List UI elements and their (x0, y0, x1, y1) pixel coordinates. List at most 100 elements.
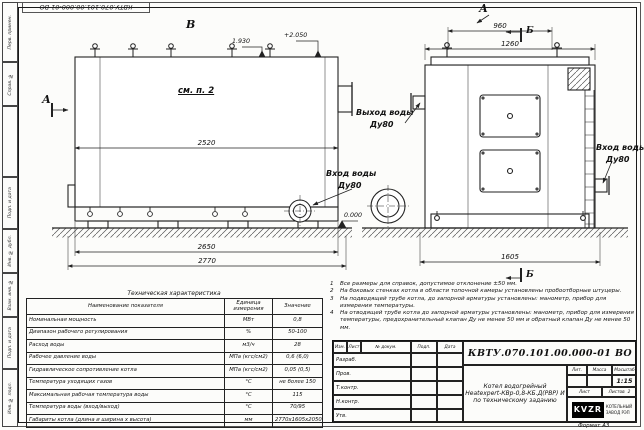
margin-stamp-cell: Подп. и дата (2, 177, 18, 229)
margin-stamp-cell: Справ. № (2, 62, 18, 106)
param-name: Расход воды (26, 339, 225, 353)
leader-lines (312, 102, 613, 206)
param-unit: % (224, 326, 273, 340)
kvzr-logo: KVZR (571, 401, 604, 418)
sheet-label: Лист (567, 387, 602, 397)
tb-role: Т.контр. (333, 381, 411, 395)
margin-stamp-cell: Инв. № подл. (2, 369, 18, 427)
param-value: не более 150 (272, 376, 323, 390)
tech-col-name: Наименование показателя (26, 298, 225, 315)
mass-value (587, 375, 612, 387)
elevation-marks (242, 40, 358, 229)
tb-empty-cell (411, 353, 437, 367)
tb-header-list: Лист (347, 341, 361, 353)
param-value: 2770х1605х2050 (272, 414, 323, 428)
tech-table-title: Техническая характеристика (127, 290, 221, 297)
view-arrow-letter-a: А (42, 93, 51, 106)
sheets-count: 2 (627, 389, 631, 395)
dim-overall-width: 1605 (501, 253, 519, 261)
tb-empty-cell (411, 381, 437, 395)
tb-role: Н.контр. (333, 395, 411, 409)
note-text: На отводящей трубе котла до запорной арм… (340, 310, 634, 331)
tb-role: Утв. (333, 409, 411, 422)
lit-label: Лит. (567, 365, 587, 375)
param-name: Диапазон рабочего регулирования (26, 326, 225, 340)
boiler-side-view (67, 56, 353, 229)
title-block: Изм. Лист № докум. Подп. Дата Разраб. Пр… (332, 340, 637, 422)
margin-stamp-cell: Инв. № дубл. (2, 229, 18, 273)
tb-header-izm: Изм. (333, 341, 347, 353)
elevation-mid: 1.930 (232, 38, 251, 45)
margin-stamp-cell: Взам. инв. № (2, 273, 18, 317)
tb-empty-cell (411, 367, 437, 381)
view-letter-v: В (186, 18, 196, 31)
scale-label: Масштаб (612, 365, 637, 375)
ground-hatch (52, 227, 628, 238)
param-unit: МПа (кгс/см2) (224, 364, 273, 378)
tb-empty-cell (411, 395, 437, 409)
param-value: 50-100 (272, 326, 323, 340)
param-unit: МПа (кгс/см2) (224, 351, 273, 365)
param-name: Максимальная рабочая температура воды (26, 389, 225, 403)
table-row: Диапазон рабочего регулирования%50-100 (26, 326, 323, 340)
param-unit: °С (224, 376, 273, 390)
inlet-flange-detail (284, 195, 316, 227)
dim-frame-length: 2650 (197, 243, 216, 251)
tb-header-doc: № докум. (361, 341, 411, 353)
param-value: 28 (272, 339, 323, 353)
param-unit: МВт (224, 314, 273, 328)
water-inlet-center-label: Вход воды (326, 169, 377, 178)
drawing-frame (18, 7, 637, 423)
table-row: Габариты котла (длина и ширина х высота)… (26, 414, 323, 428)
margin-stamp-strip: Перв. примен. Справ. № Подп. и дата Инв.… (2, 2, 18, 427)
elevation-zero: 0.000 (344, 212, 363, 219)
tb-empty-cell (437, 381, 463, 395)
param-name: Температура уходящих газов (26, 376, 225, 390)
water-outlet-label: Выход воды (356, 108, 414, 117)
param-name: Гидравлическое сопротивление котла (26, 364, 225, 378)
tech-col-value: Значение (272, 298, 323, 315)
water-outlet-dn: Ду80 (370, 120, 394, 129)
param-unit: мм (224, 414, 273, 428)
water-inlet-right-dn: Ду80 (606, 155, 630, 164)
tb-header-sign: Подп. (411, 341, 437, 353)
dim-overall-length: 2770 (198, 257, 216, 265)
view-letter-a: А (479, 2, 488, 15)
param-value: 115 (272, 389, 323, 403)
margin-stamp-cell: Подп. и дата (2, 317, 18, 369)
margin-stamp-spacer (2, 106, 18, 177)
dim-mid-width: 1260 (501, 40, 519, 48)
param-value: 0,6 (6,0) (272, 351, 323, 365)
kvzr-logo-subtitle: КОТЕЛЬНЫЙ ЗАВОД РЭП (605, 404, 633, 415)
tech-table: Наименование показателя Единица измерени… (26, 298, 323, 428)
product-name: Котел водогрейный Heatexpert-КВр-0,8-КБ.… (463, 365, 567, 422)
boiler-front-view (410, 42, 610, 229)
tb-header-date: Дата (437, 341, 463, 353)
tb-empty-cell (437, 409, 463, 422)
note-text: На боковых стенках котла в области топоч… (340, 288, 622, 295)
tb-empty-cell (437, 395, 463, 409)
param-name: Рабочее давление воды (26, 351, 225, 365)
param-unit: °С (224, 389, 273, 403)
scale-value: 1:15 (612, 375, 637, 387)
tb-role: Разраб. (333, 353, 411, 367)
format-label: Формат А3 (578, 423, 610, 429)
note-text: Все размеры для справок, допустимое откл… (340, 281, 518, 287)
section-letter-b-bottom: Б (526, 270, 534, 280)
param-name: Габариты котла (длина и ширина х высота) (26, 414, 225, 428)
tb-role: Пров. (333, 367, 411, 381)
param-unit: м3/ч (224, 339, 273, 353)
param-unit: °С (224, 401, 273, 415)
section-arrows (51, 14, 522, 282)
